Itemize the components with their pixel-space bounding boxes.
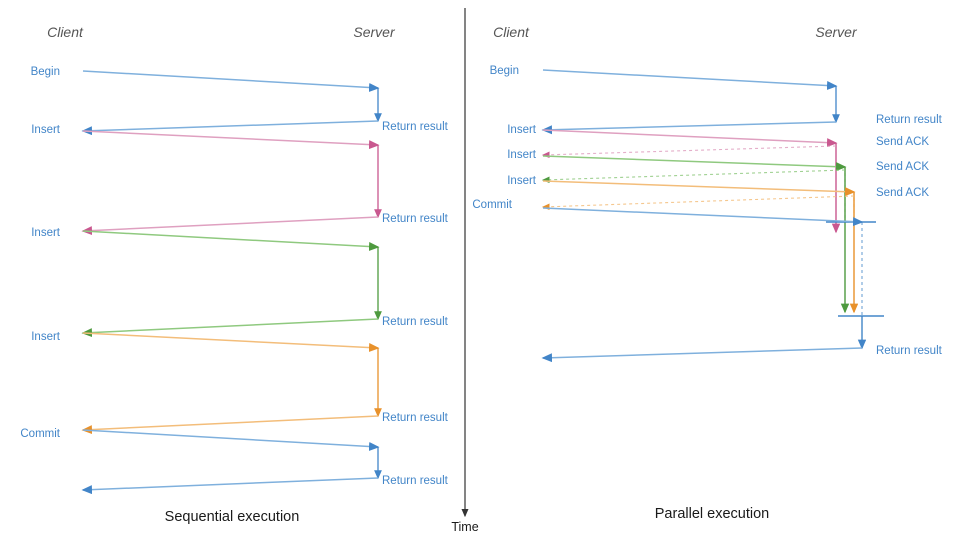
message-arrow-insert1-ack (541, 145, 837, 159)
message-arrow-begin-return (81, 120, 379, 136)
message-label-begin-return: Return result (382, 121, 449, 133)
message-arrow-insert3-return (81, 415, 379, 435)
message-label-insert3-request: Insert (31, 331, 61, 343)
message-label-insert2-return: Return result (382, 316, 449, 328)
message-label-insert2-ack: Send ACK (876, 161, 929, 173)
panel-caption-sequential: Sequential execution (165, 509, 300, 525)
time-axis-label: Time (451, 520, 478, 534)
message-arrow-insert3-request (82, 332, 380, 353)
message-arrow-begin-request (82, 70, 380, 92)
message-arrow-begin-return (541, 121, 837, 135)
message-label-insert2-request: Insert (507, 149, 537, 161)
message-arrow-commit-request (542, 207, 864, 227)
message-arrow-commit-return (81, 477, 379, 495)
message-label-insert1-request: Insert (507, 124, 537, 136)
message-label-begin-request: Begin (490, 65, 519, 77)
panel-caption-parallel: Parallel execution (655, 506, 769, 522)
message-label-begin-request: Begin (31, 66, 60, 78)
message-label-insert1-ack: Send ACK (876, 136, 929, 148)
message-arrow-insert2-ack (541, 169, 846, 184)
message-arrow-insert1-return (81, 216, 379, 236)
message-label-begin-return: Return result (876, 114, 943, 126)
client-actor-label: Client (493, 24, 530, 40)
message-label-insert3-return: Return result (382, 412, 449, 424)
message-arrow-insert2-request (542, 155, 847, 172)
message-label-insert3-request: Insert (507, 175, 537, 187)
message-label-commit-request: Commit (20, 428, 60, 440)
server-actor-label: Server (815, 24, 858, 40)
message-arrow-begin-request (542, 69, 838, 91)
message-arrow-commit-return (541, 347, 863, 363)
message-arrow-insert1-request (82, 130, 380, 150)
message-label-insert1-return: Return result (382, 213, 449, 225)
message-label-insert3-ack: Send ACK (876, 187, 929, 199)
message-label-commit-return: Return result (382, 475, 449, 487)
message-arrow-insert1-request (542, 129, 838, 148)
message-arrow-insert3-request (542, 180, 856, 197)
message-arrow-insert3-ack (541, 195, 855, 211)
message-arrow-insert2-return (81, 318, 379, 338)
message-arrow-insert2-request (82, 230, 380, 252)
message-label-commit-return: Return result (876, 345, 943, 357)
time-axis-layer: Time (451, 8, 479, 534)
message-arrow-commit-request (82, 429, 380, 451)
server-actor-label: Server (353, 24, 396, 40)
client-actor-label: Client (47, 24, 84, 40)
message-label-insert2-request: Insert (31, 227, 61, 239)
message-label-commit-request: Commit (472, 199, 512, 211)
message-label-insert1-request: Insert (31, 124, 61, 136)
